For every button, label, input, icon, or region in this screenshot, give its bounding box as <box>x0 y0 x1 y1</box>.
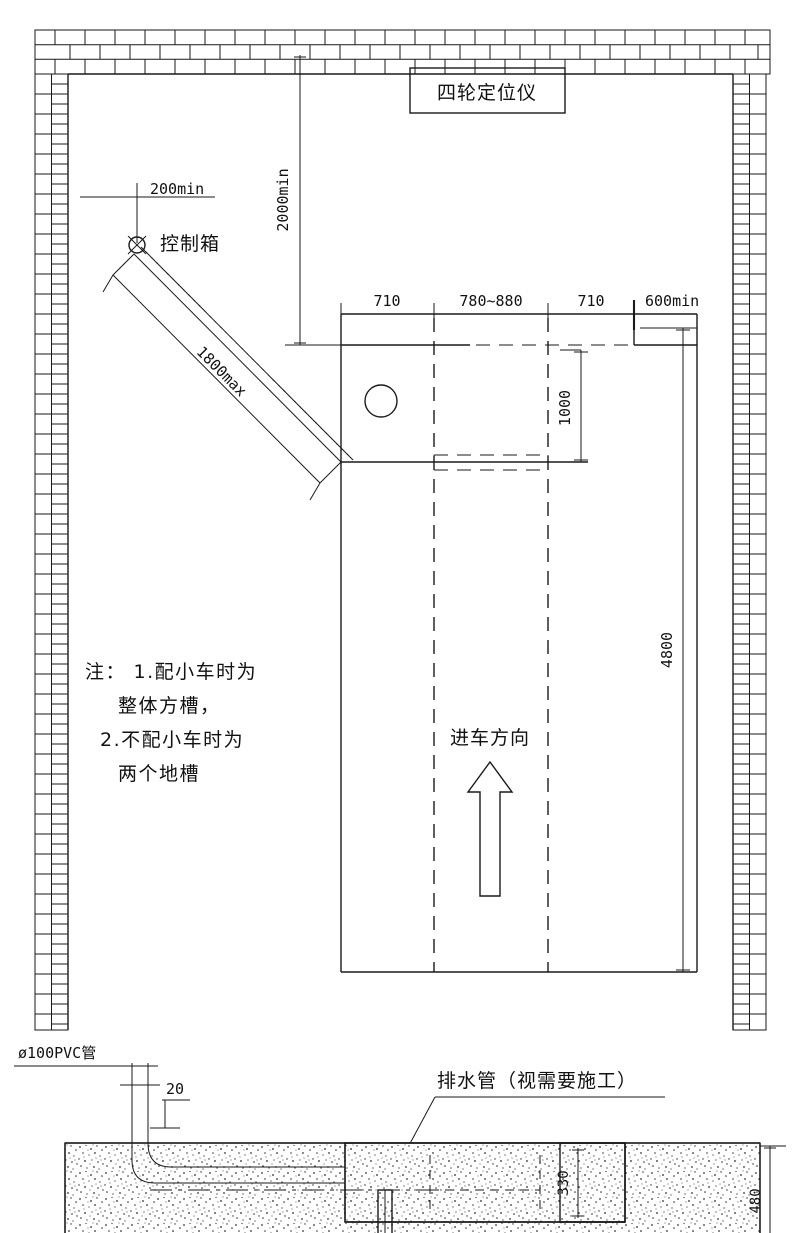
dim-480-label: 480 <box>748 1188 764 1213</box>
dim-200min: 200min <box>80 180 215 243</box>
notes-block: 注： 1.配小车时为 整体方槽， 2.不配小车时为 两个地槽 <box>85 661 257 785</box>
dim-1000: 1000 <box>556 349 588 462</box>
dim-710-left-label: 710 <box>373 292 400 310</box>
pvc-pipe-callout: ø100PVC管 <box>14 1044 158 1067</box>
title-box: 四轮定位仪 <box>409 67 566 114</box>
dim-1000-label: 1000 <box>556 390 574 426</box>
pvc-pipe-section <box>120 1063 345 1184</box>
left-wall-brick <box>34 73 69 1031</box>
dim-330: 330 <box>556 1148 584 1218</box>
up-arrow-icon <box>466 760 514 897</box>
control-box-symbol: 控制箱 <box>127 233 220 255</box>
dim-480: 480 <box>748 1145 786 1233</box>
dim-2000min-label: 2000min <box>274 168 292 231</box>
dim-4800-label: 4800 <box>658 632 676 668</box>
drain-pipe-label: 排水管（视需要施工） <box>437 1070 637 1092</box>
title-box-label: 四轮定位仪 <box>437 82 537 104</box>
drain-pipe-section <box>377 1189 393 1233</box>
dim-20-callout: 20 <box>150 1080 190 1129</box>
right-wall-brick <box>732 73 767 1031</box>
dim-200min-label: 200min <box>150 180 204 198</box>
dim-4800: 4800 <box>640 327 697 972</box>
dim-600min-label: 600min <box>645 292 699 310</box>
note-line-3: 2.不配小车时为 <box>100 729 244 751</box>
section-slab <box>64 1142 761 1233</box>
entry-direction: 进车方向 <box>450 727 530 897</box>
note-line-4: 两个地槽 <box>118 763 200 785</box>
note-line-1: 注： 1.配小车时为 <box>85 661 257 683</box>
control-box-label: 控制箱 <box>160 233 220 255</box>
dim-330-label: 330 <box>556 1170 572 1195</box>
dim-20-label: 20 <box>166 1080 184 1098</box>
plan-pit-outlines <box>340 314 698 973</box>
dim-710-right-label: 710 <box>577 292 604 310</box>
entry-direction-label: 进车方向 <box>450 727 530 749</box>
dim-horizontal-string: 710 780~880 710 600min <box>340 292 699 330</box>
dim-780-880-label: 780~880 <box>459 292 522 310</box>
top-wall-brick <box>34 29 771 75</box>
note-line-2: 整体方槽， <box>118 695 221 717</box>
pvc-pipe-label: ø100PVC管 <box>18 1044 96 1062</box>
